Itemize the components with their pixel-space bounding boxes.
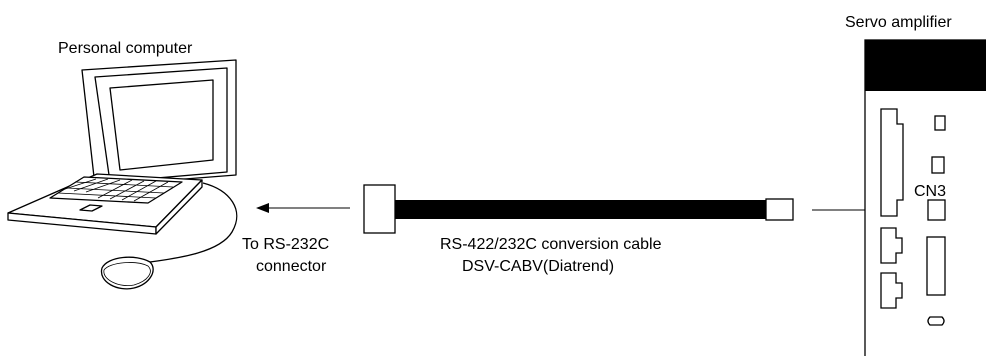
servo-top-panel xyxy=(865,40,986,91)
servo-amplifier-icon xyxy=(864,39,986,356)
laptop-touchpad xyxy=(79,204,103,212)
arrow-head-left xyxy=(256,203,269,213)
servo-indicator-2 xyxy=(931,156,945,174)
mouse-body xyxy=(100,256,154,290)
label-to-rs232c-2: connector xyxy=(256,258,327,275)
label-servo-amplifier: Servo amplifier xyxy=(845,14,952,31)
label-to-rs232c-1: To RS-232C xyxy=(242,236,329,253)
arrow-to-pc xyxy=(256,203,350,213)
conversion-cable xyxy=(363,184,794,234)
mouse-cable xyxy=(149,182,238,263)
laptop-screen xyxy=(109,79,214,171)
keyboard-keys xyxy=(57,178,174,202)
label-cn3: CN3 xyxy=(914,183,946,200)
servo-connector-a xyxy=(880,227,903,264)
servo-bottom-port xyxy=(927,316,945,326)
mouse-icon xyxy=(100,182,238,290)
cable-connector-left xyxy=(363,184,396,234)
servo-connector-cn1 xyxy=(880,108,904,217)
laptop-icon xyxy=(7,59,237,235)
servo-indicator-1 xyxy=(934,115,946,131)
label-cable-name: RS-422/232C conversion cable xyxy=(440,236,662,253)
servo-connector-b xyxy=(880,272,903,309)
servo-connector-cn2 xyxy=(926,236,946,296)
laptop-base-side xyxy=(155,179,203,235)
cable-connector-right xyxy=(765,198,794,221)
label-personal-computer: Personal computer xyxy=(58,40,193,57)
label-cable-model: DSV-CABV(Diatrend) xyxy=(462,258,614,275)
servo-cn3-port xyxy=(927,199,946,221)
cable-body xyxy=(395,200,766,219)
